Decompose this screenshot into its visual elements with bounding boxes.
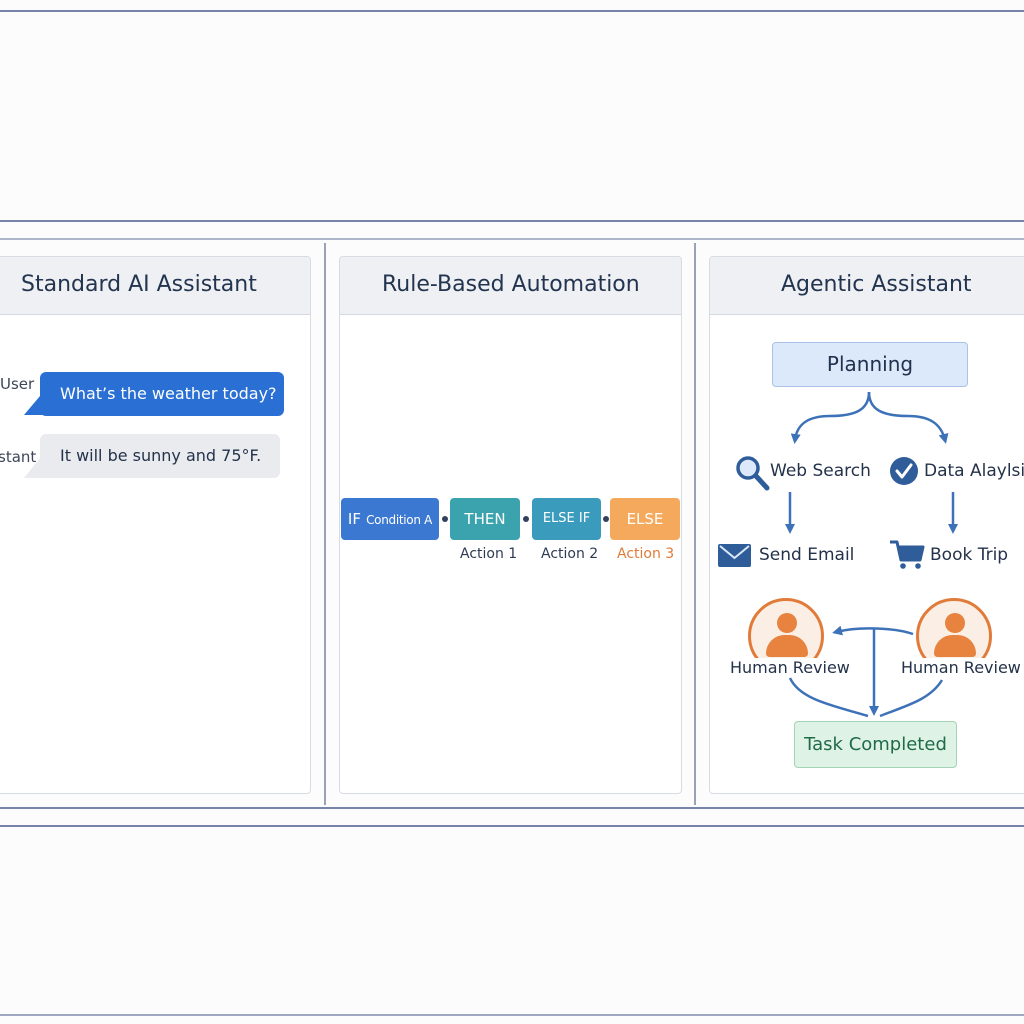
- panel-divider-right: [694, 243, 696, 805]
- rule-then-label: THEN: [464, 510, 506, 528]
- standard-assistant-panel: Standard AI Assistant: [0, 256, 311, 794]
- planning-to-analysis-arrow: [867, 391, 949, 444]
- rule-if-condition: Condition A: [366, 513, 433, 527]
- frame-line-header: [0, 238, 1024, 240]
- rule-connector-dot: [523, 516, 529, 522]
- frame-line-bottom: [0, 825, 1024, 827]
- left-review-to-complete-arrow: [788, 677, 869, 718]
- human-review-left-label: Human Review: [728, 658, 852, 677]
- panel-title: Standard AI Assistant: [21, 272, 257, 297]
- send-email-label: Send Email: [759, 545, 855, 565]
- frame-line-lower: [0, 807, 1024, 809]
- user-speaker-label: User: [0, 375, 35, 393]
- user-message-text: What’s the weather today?: [60, 384, 277, 403]
- human-review-right-label: Human Review: [899, 658, 1023, 677]
- rule-else-box: ELSE: [610, 498, 680, 540]
- user-message-bubble: What’s the weather today?: [40, 372, 284, 416]
- action-2-label: Action 2: [541, 546, 599, 562]
- assistant-speaker-label: stant: [0, 448, 37, 466]
- action-1-label: Action 1: [460, 546, 518, 562]
- planning-label: Planning: [826, 352, 914, 376]
- rule-connector-dot: [603, 516, 609, 522]
- panel-header: Agentic Assistant: [710, 257, 1024, 315]
- frame-line-top: [0, 10, 1024, 12]
- planning-node: Planning: [772, 342, 968, 387]
- panel-header: Standard AI Assistant: [0, 257, 310, 315]
- rule-if-box: IF Condition A: [341, 498, 439, 540]
- task-completed-label: Task Completed: [804, 734, 947, 755]
- search-icon: [736, 456, 770, 491]
- action-3-label: Action 3: [617, 546, 675, 562]
- mail-icon: [718, 544, 751, 567]
- rule-then-box: THEN: [450, 498, 520, 540]
- task-completed-node: Task Completed: [794, 721, 957, 768]
- review-feedback-arrow: [832, 625, 914, 636]
- agentic-panel: Agentic Assistant: [709, 256, 1024, 794]
- assistant-message-text: It will be sunny and 75°F.: [60, 446, 262, 465]
- panel-divider-left: [324, 243, 326, 805]
- right-review-to-complete-arrow: [879, 679, 944, 718]
- data-analysis-label: Data Alaylsis: [924, 461, 1024, 481]
- user-bubble-tail: [24, 396, 52, 415]
- panel-title: Agentic Assistant: [781, 272, 972, 297]
- frame-line-base: [0, 1014, 1024, 1016]
- cart-icon: [890, 540, 925, 569]
- check-circle-icon: [890, 457, 918, 485]
- web-search-label: Web Search: [770, 461, 871, 481]
- book-trip-label: Book Trip: [930, 545, 1009, 565]
- assistant-message-bubble: It will be sunny and 75°F.: [40, 434, 280, 478]
- rule-if-keyword: IF: [347, 510, 361, 528]
- rule-connector-dot: [442, 516, 448, 522]
- rule-else-if-box: ELSE IF: [532, 498, 601, 540]
- rule-else-if-label: ELSE IF: [542, 511, 591, 526]
- rule-else-label: ELSE: [626, 510, 664, 528]
- planning-to-search-arrow: [790, 391, 871, 444]
- panel-header: Rule-Based Automation: [340, 257, 681, 315]
- frame-line-upper: [0, 220, 1024, 222]
- panel-title: Rule-Based Automation: [382, 272, 640, 297]
